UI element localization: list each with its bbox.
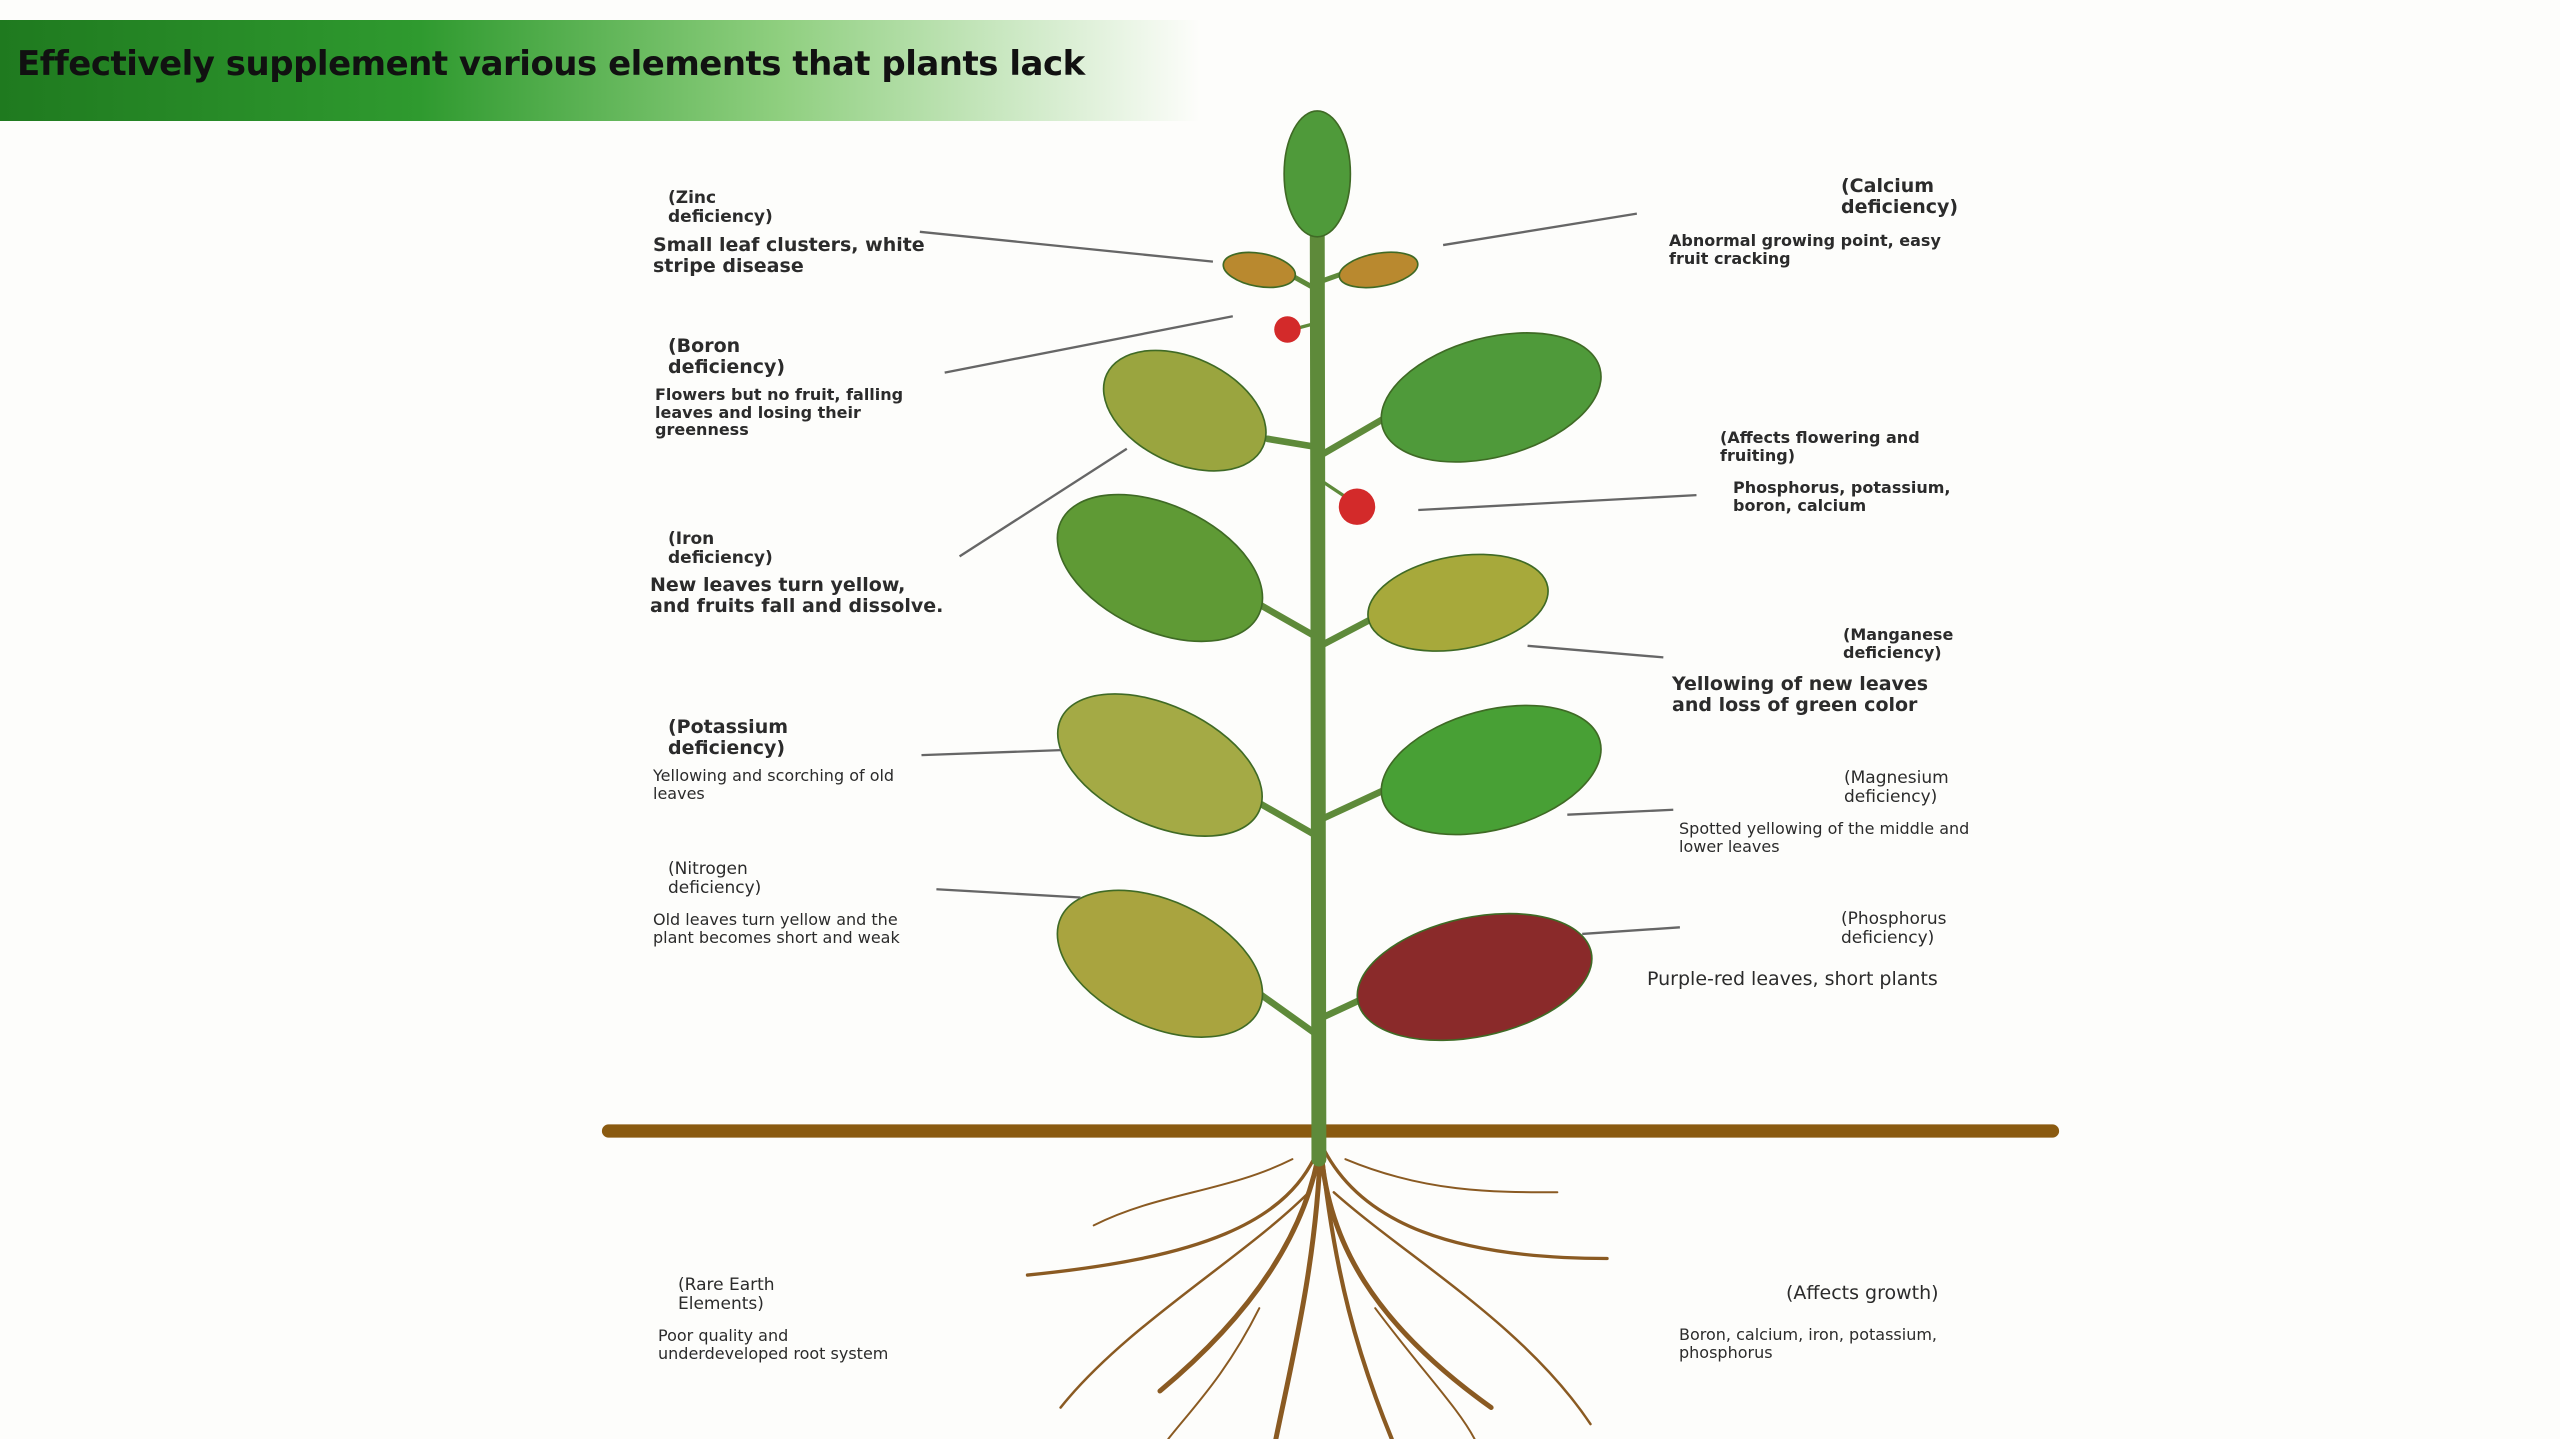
flowering-heading: (Affects flowering and fruiting) [1720, 428, 1920, 465]
manganese-desc: Yellowing of new leaves and loss of gree… [1672, 673, 1929, 716]
leaf-potassium [1056, 693, 1263, 837]
phosphorus-desc: Purple-red leaves, short plants [1647, 968, 1938, 990]
magnesium-heading: (Magnesium deficiency) [1844, 768, 1949, 807]
manganese-heading: (Manganese deficiency) [1843, 625, 1954, 662]
leaf-manganese [1367, 553, 1549, 652]
leaf-zinc-right [1338, 251, 1419, 289]
boron-heading: (Boron deficiency) [668, 335, 786, 378]
zinc-heading: (Zinc deficiency) [668, 188, 773, 227]
roots [1025, 1140, 1609, 1439]
iron-desc: New leaves turn yellow, and fruits fall … [650, 574, 944, 617]
page-title: Effectively supplement various elements … [17, 44, 1085, 84]
rare-earth-heading: (Rare Earth Elements) [678, 1275, 775, 1314]
zinc-desc: Small leaf clusters, white stripe diseas… [653, 234, 925, 277]
iron-heading: (Iron deficiency) [668, 529, 773, 568]
leaf-magnesium [1380, 704, 1602, 836]
leaf-calcium [1380, 332, 1602, 463]
berry-large [1338, 488, 1376, 525]
calcium-heading: (Calcium deficiency) [1841, 175, 1959, 218]
growth-heading: (Affects growth) [1786, 1282, 1939, 1304]
nitrogen-desc: Old leaves turn yellow and the plant bec… [653, 910, 900, 947]
leaf-boron [1102, 349, 1267, 472]
potassium-desc: Yellowing and scorching of old leaves [653, 766, 895, 803]
phosphorus-heading: (Phosphorus deficiency) [1841, 909, 1947, 948]
growth-desc: Boron, calcium, iron, potassium, phospho… [1679, 1325, 1938, 1362]
leaves [1056, 110, 1602, 1042]
calcium-desc: Abnormal growing point, easy fruit crack… [1669, 231, 1941, 268]
leaf-iron [1056, 493, 1264, 643]
leaf-nitrogen [1056, 889, 1264, 1038]
leaf-top [1283, 110, 1352, 238]
leaf-zinc-left [1222, 251, 1297, 289]
boron-desc: Flowers but no fruit, falling leaves and… [655, 385, 904, 440]
potassium-heading: (Potassium deficiency) [668, 716, 789, 759]
rare-earth-desc: Poor quality and underdeveloped root sys… [658, 1326, 889, 1363]
title-banner [0, 20, 1200, 121]
flowering-desc: Phosphorus, potassium, boron, calcium [1733, 478, 1951, 515]
leader-lines [919, 212, 1697, 936]
magnesium-desc: Spotted yellowing of the middle and lowe… [1679, 819, 1970, 856]
leaf-phosphorus [1356, 912, 1593, 1042]
berry-small [1274, 316, 1301, 343]
nitrogen-heading: (Nitrogen deficiency) [668, 859, 762, 898]
